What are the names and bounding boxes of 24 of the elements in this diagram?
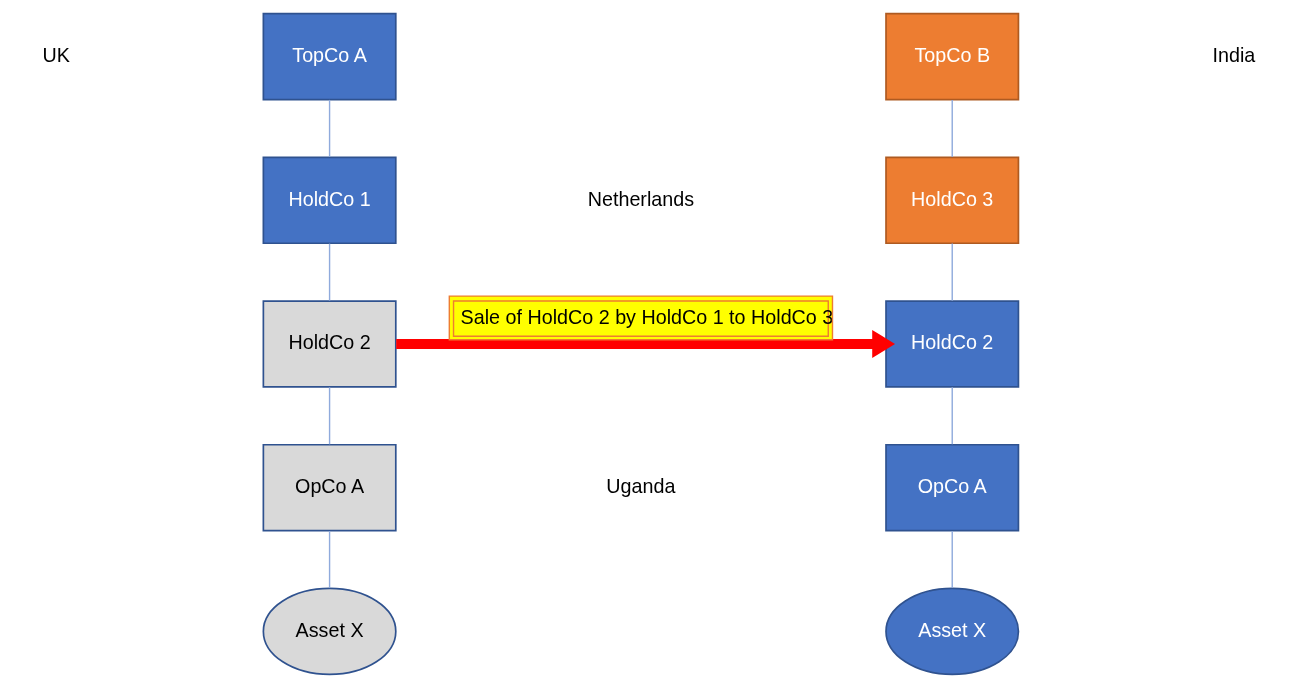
label: UK — [42, 43, 70, 66]
connector — [328, 386, 330, 445]
connector — [328, 530, 330, 589]
node-box: OpCo A — [884, 443, 1019, 532]
connector — [951, 242, 953, 302]
connector — [328, 242, 330, 302]
connector — [951, 99, 953, 158]
label: India — [1212, 43, 1255, 66]
edge-label: Sale of HoldCo 2 by HoldCo 1 to HoldCo 3 — [460, 305, 833, 328]
node-box: TopCo B — [884, 12, 1019, 101]
label: Uganda — [605, 474, 675, 497]
node-box: OpCo A — [262, 443, 397, 532]
node-box: TopCo A — [262, 12, 397, 101]
connector — [951, 386, 953, 445]
connector — [951, 530, 953, 589]
node-box: HoldCo 2 — [884, 300, 1019, 388]
node-box: HoldCo 1 — [262, 156, 397, 245]
label: Netherlands — [587, 187, 694, 210]
node-ellipse: Asset X — [884, 587, 1019, 676]
node-box: HoldCo 2 — [262, 300, 397, 388]
node-ellipse: Asset X — [262, 587, 397, 676]
node-box: HoldCo 3 — [884, 156, 1019, 245]
arrow — [395, 330, 895, 358]
connector — [328, 99, 330, 158]
